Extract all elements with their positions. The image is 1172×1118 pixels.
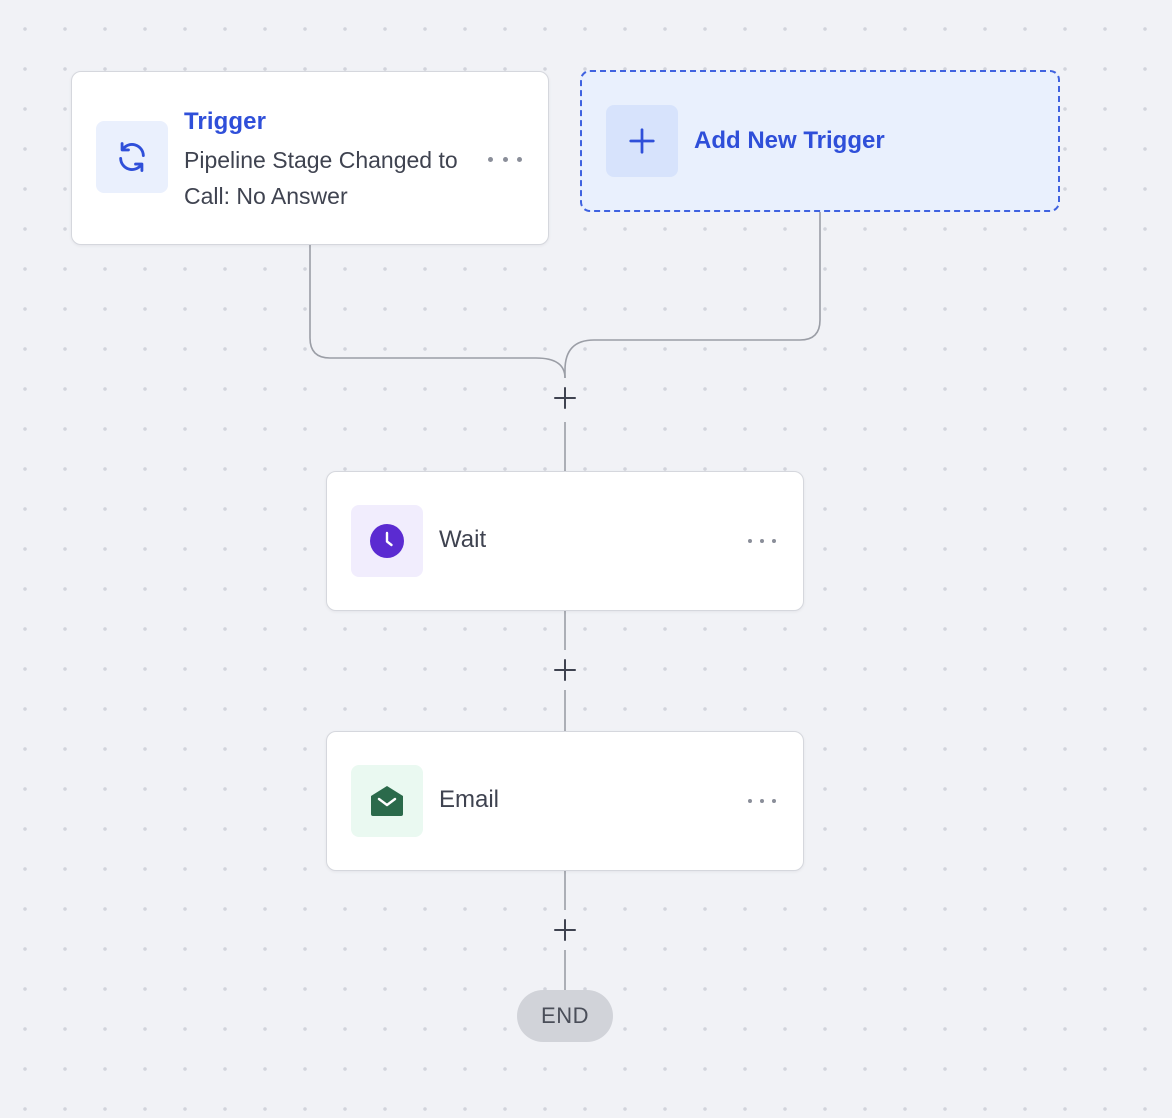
add-trigger-icon-box	[606, 105, 678, 177]
connector-add-trigger	[564, 212, 821, 378]
more-dot-icon	[748, 799, 752, 803]
plus-icon	[629, 128, 655, 154]
trigger-more-menu[interactable]	[488, 149, 522, 169]
plus-icon	[554, 387, 576, 409]
wait-more-menu[interactable]	[748, 531, 776, 551]
more-dot-icon	[502, 156, 508, 162]
end-node: END	[517, 990, 613, 1042]
trigger-card[interactable]: Trigger Pipeline Stage Changed to Call: …	[71, 71, 549, 245]
trigger-title: Trigger	[184, 108, 267, 135]
more-dot-icon	[772, 799, 776, 803]
email-step-label: Email	[439, 786, 500, 813]
add-step-button-2[interactable]	[547, 652, 583, 688]
more-dot-icon	[760, 539, 764, 543]
wait-step-label: Wait	[439, 526, 487, 553]
more-dot-icon	[760, 799, 764, 803]
more-dot-icon	[748, 539, 752, 543]
connector-trigger	[309, 244, 566, 379]
refresh-icon	[119, 142, 145, 172]
email-icon-box	[351, 765, 423, 837]
add-step-button-1[interactable]	[547, 380, 583, 416]
wait-step-card[interactable]: Wait	[326, 471, 804, 611]
trigger-description: Pipeline Stage Changed to Call: No Answe…	[184, 147, 458, 209]
plus-icon	[554, 919, 576, 941]
add-trigger-label: Add New Trigger	[694, 127, 885, 154]
add-new-trigger-button[interactable]: Add New Trigger	[580, 70, 1060, 212]
wait-icon-box	[351, 505, 423, 577]
more-dot-icon	[488, 156, 493, 162]
more-dot-icon	[772, 539, 776, 543]
plus-icon	[554, 659, 576, 681]
clock-icon	[370, 524, 404, 558]
more-dot-icon	[517, 156, 522, 162]
trigger-icon-box	[96, 121, 168, 193]
email-more-menu[interactable]	[748, 791, 776, 811]
add-step-button-3[interactable]	[547, 912, 583, 948]
envelope-open-icon	[371, 786, 403, 816]
email-step-card[interactable]: Email	[326, 731, 804, 871]
